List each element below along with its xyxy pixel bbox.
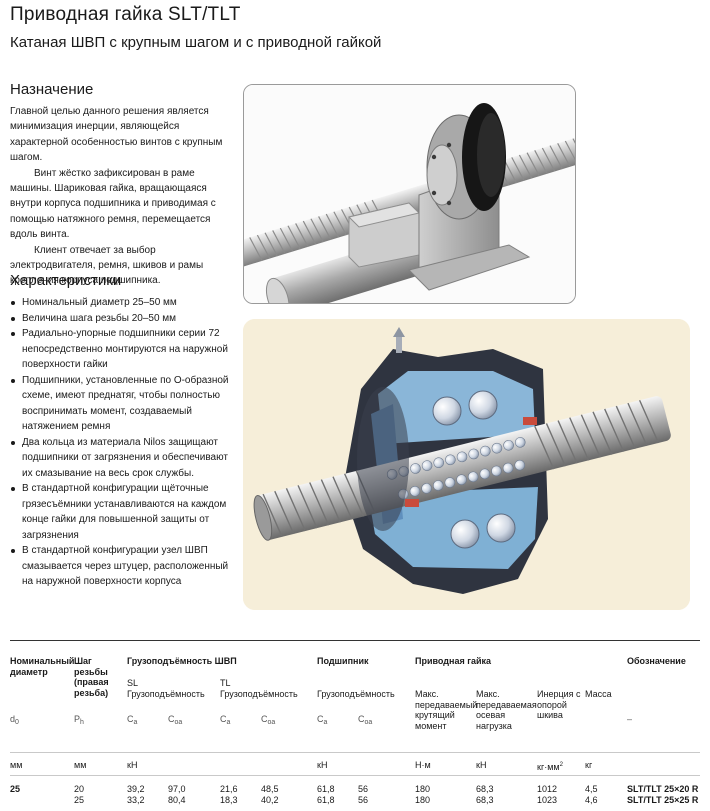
cutaway-illustration [243,319,690,610]
symbol-bearing-coa: Coa [358,714,372,729]
cell-sl-ca: 39,2 [127,784,145,794]
symbol-ph-main: P [74,714,81,724]
symbol-sub: oa [364,719,373,726]
col-header-lead: Шаг резьбы (правая резьба) [74,656,109,698]
cell-bearing-ca: 61,8 [317,795,335,805]
feature-item: Величина шага резьбы 20–50 мм [10,311,235,327]
page-title: Приводная гайка SLT/TLT [10,4,241,25]
symbol-tl-coa: Coa [261,714,275,729]
cell-inertia: 1012 [537,784,558,794]
cell-bearing-coa: 56 [358,784,369,794]
symbol-d0-sub: 0 [15,719,19,726]
cell-tl-coa: 48,5 [261,784,279,794]
symbol-main: C [358,714,365,724]
unit-inertia-main: кг·мм [537,762,560,772]
cell-torque: 180 [415,795,431,805]
symbol-sl-ca: Ca [127,714,137,729]
symbol-main: C [317,714,324,724]
feature-item: Подшипники, установленные по О-образной … [10,373,235,435]
subheader-tl-label: Грузоподъёмность [220,689,298,699]
subheader-max-axial: Макс. передаваемая осевая нагрузка [476,689,537,731]
cell-torque: 180 [415,784,431,794]
symbol-d0: d0 [10,714,19,729]
subheader-sl: SL [127,678,139,688]
symbol-sub: a [133,719,138,726]
cell-mass: 4,5 [585,784,598,794]
purpose-paragraph: Главной целью данного решения является м… [10,106,223,164]
feature-item: Два кольца из материала Nilos защищают п… [10,435,235,482]
symbol-sl-coa: Coa [168,714,182,729]
symbol-sub: a [226,719,231,726]
symbol-tl-ca: Ca [220,714,230,729]
symbol-main: C [261,714,268,724]
feature-item: Номинальный диаметр 25–50 мм [10,295,235,311]
cell-tl-coa: 40,2 [261,795,279,805]
unit-mass: кг [585,760,593,770]
cell-axial: 68,3 [476,795,494,805]
symbol-ph: Ph [74,714,84,729]
feature-item: В стандартной конфигурации щёточные гряз… [10,481,235,543]
cell-mass: 4,6 [585,795,598,805]
cell-tl-ca: 21,6 [220,784,238,794]
unit-axial: кН [476,760,487,770]
units-top-rule [10,752,700,753]
unit-inertia: кг·мм2 [537,760,563,773]
unit-torque: Н·м [415,760,431,770]
subheader-bearing-label: Грузоподъёмность [317,689,395,699]
col-header-load-capacity: Грузоподъёмность ШВП [127,656,237,666]
cell-inertia: 1023 [537,795,558,805]
col-header-bearing: Подшипник [317,656,369,666]
unit-load: кН [127,760,138,770]
symbol-bearing-ca: Ca [317,714,327,729]
cell-sl-coa: 97,0 [168,784,186,794]
features-list: Номинальный диаметр 25–50 мм Величина ша… [10,295,235,590]
cell-bearing-ca: 61,8 [317,784,335,794]
subheader-mass: Масса [585,689,612,699]
symbol-main: C [168,714,175,724]
cell-ph: 20 [74,784,85,794]
purpose-text: Главной целью данного решения является м… [10,104,230,289]
subheader-sl-label: Грузоподъёмность [127,689,205,699]
unit-bearing: кН [317,760,328,770]
subheader-inertia: Инерция с опорой шкива [537,689,581,720]
cell-designation: SLT/TLT 25×20 R [627,784,699,794]
col-header-nominal-diameter: Номинальный диаметр [10,656,75,677]
subheader-max-torque: Макс. передаваемый крутящий момент [415,689,478,731]
assembly-illustration [243,84,576,304]
table-top-rule [10,640,700,641]
cell-tl-ca: 18,3 [220,795,238,805]
purpose-paragraph: Клиент отвечает за выбор электродвигател… [10,244,204,287]
feature-item: Радиально-упорные подшипники серии 72 не… [10,326,235,373]
unit-d: мм [10,760,23,770]
symbol-ph-sub: h [80,719,84,726]
symbol-sub: oa [174,719,183,726]
symbol-sub: a [323,719,328,726]
page-subtitle: Катаная ШВП с крупным шагом и с приводно… [10,34,382,51]
col-header-drive-nut: Приводная гайка [415,656,491,666]
units-bottom-rule [10,775,700,776]
symbol-d0-main: d [10,714,16,724]
subheader-tl: TL [220,678,231,688]
cell-designation: SLT/TLT 25×25 R [627,795,699,805]
symbol-main: C [127,714,134,724]
features-heading: Характеристики [10,272,122,289]
col-header-designation: Обозначение [627,656,686,666]
cell-ph: 25 [74,795,85,805]
symbol-designation-dash: – [627,714,633,724]
cell-sl-coa: 80,4 [168,795,186,805]
unit-inertia-sup: 2 [559,762,563,768]
cell-axial: 68,3 [476,784,494,794]
purpose-heading: Назначение [10,81,94,98]
cell-sl-ca: 33,2 [127,795,145,805]
cell-bearing-coa: 56 [358,795,369,805]
purpose-paragraph: Винт жёстко зафиксирован в раме машины. … [10,167,216,241]
cell-d: 25 [10,784,21,794]
feature-item: В стандартной конфигурации узел ШВП смаз… [10,543,235,590]
symbol-sub: oa [267,719,276,726]
symbol-main: C [220,714,227,724]
unit-p: мм [74,760,87,770]
